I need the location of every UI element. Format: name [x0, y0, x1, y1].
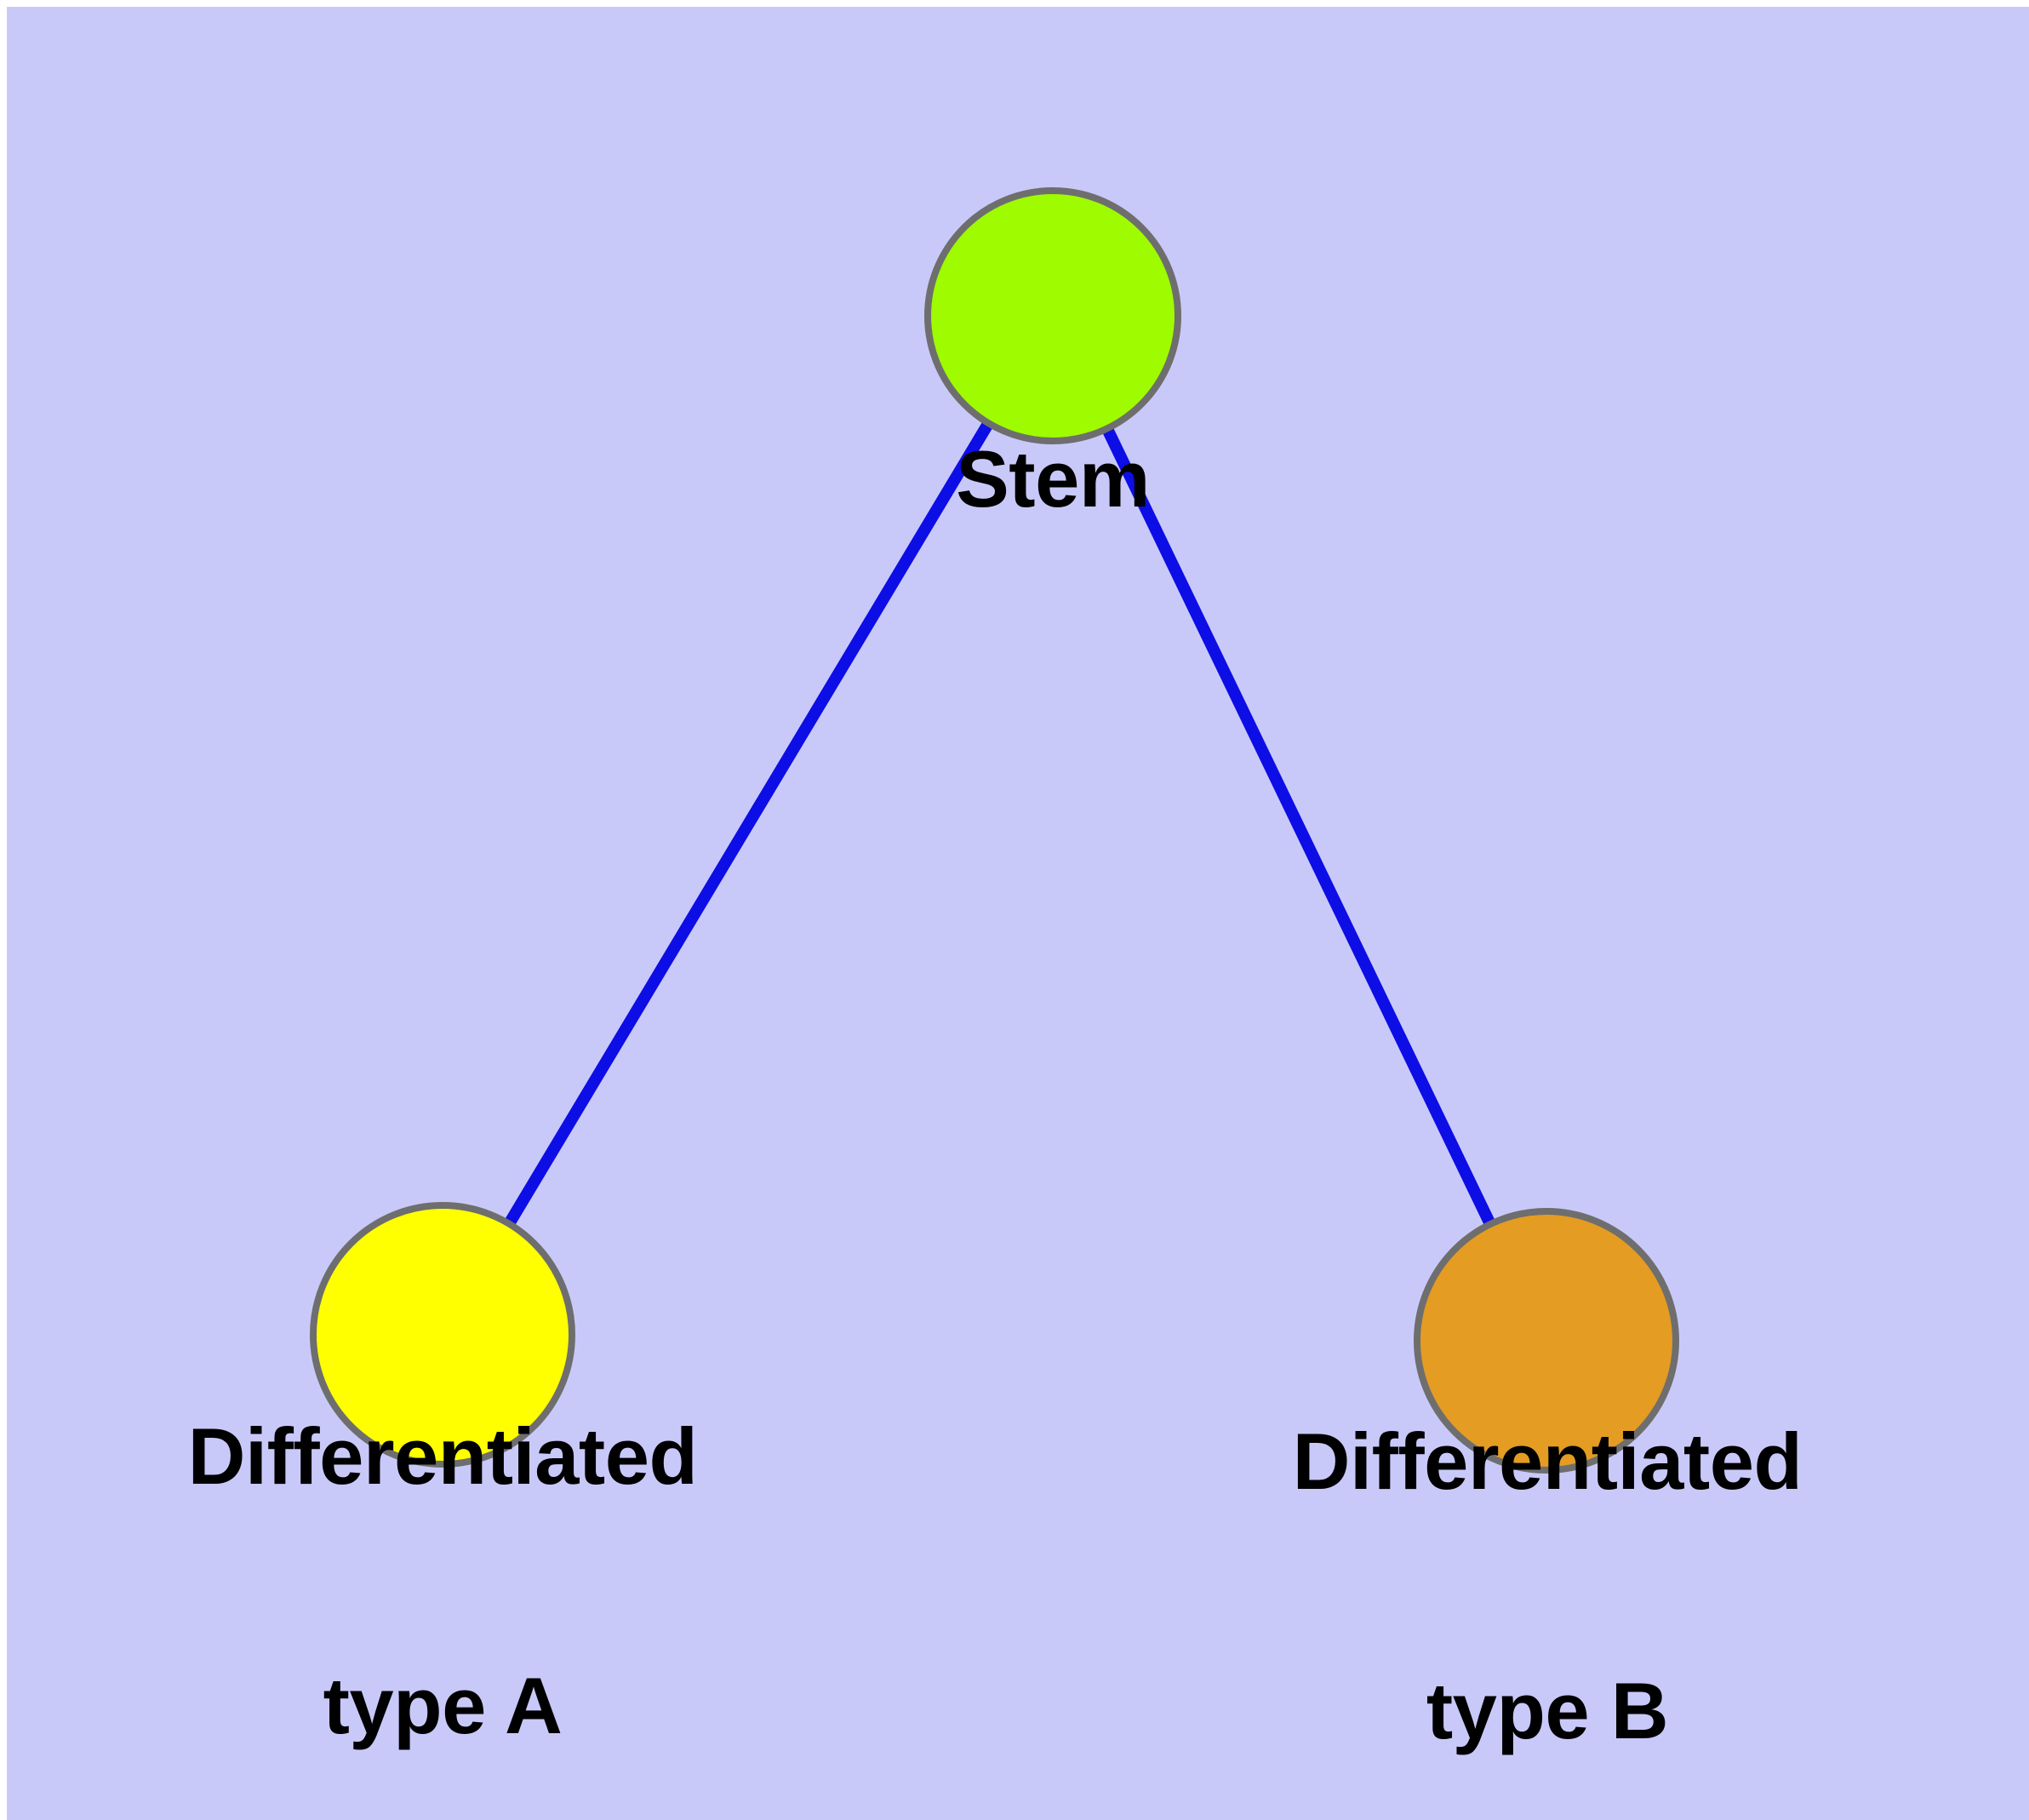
- edge-layer: [503, 418, 1497, 1228]
- node-diff-b[interactable]: [1414, 1208, 1679, 1474]
- node-stem[interactable]: [924, 187, 1181, 444]
- edge-stem-diff-a[interactable]: [503, 418, 995, 1228]
- node-diff-a[interactable]: [310, 1202, 575, 1468]
- edge-stem-diff-b[interactable]: [1100, 424, 1497, 1228]
- node-layer: [310, 187, 1679, 1474]
